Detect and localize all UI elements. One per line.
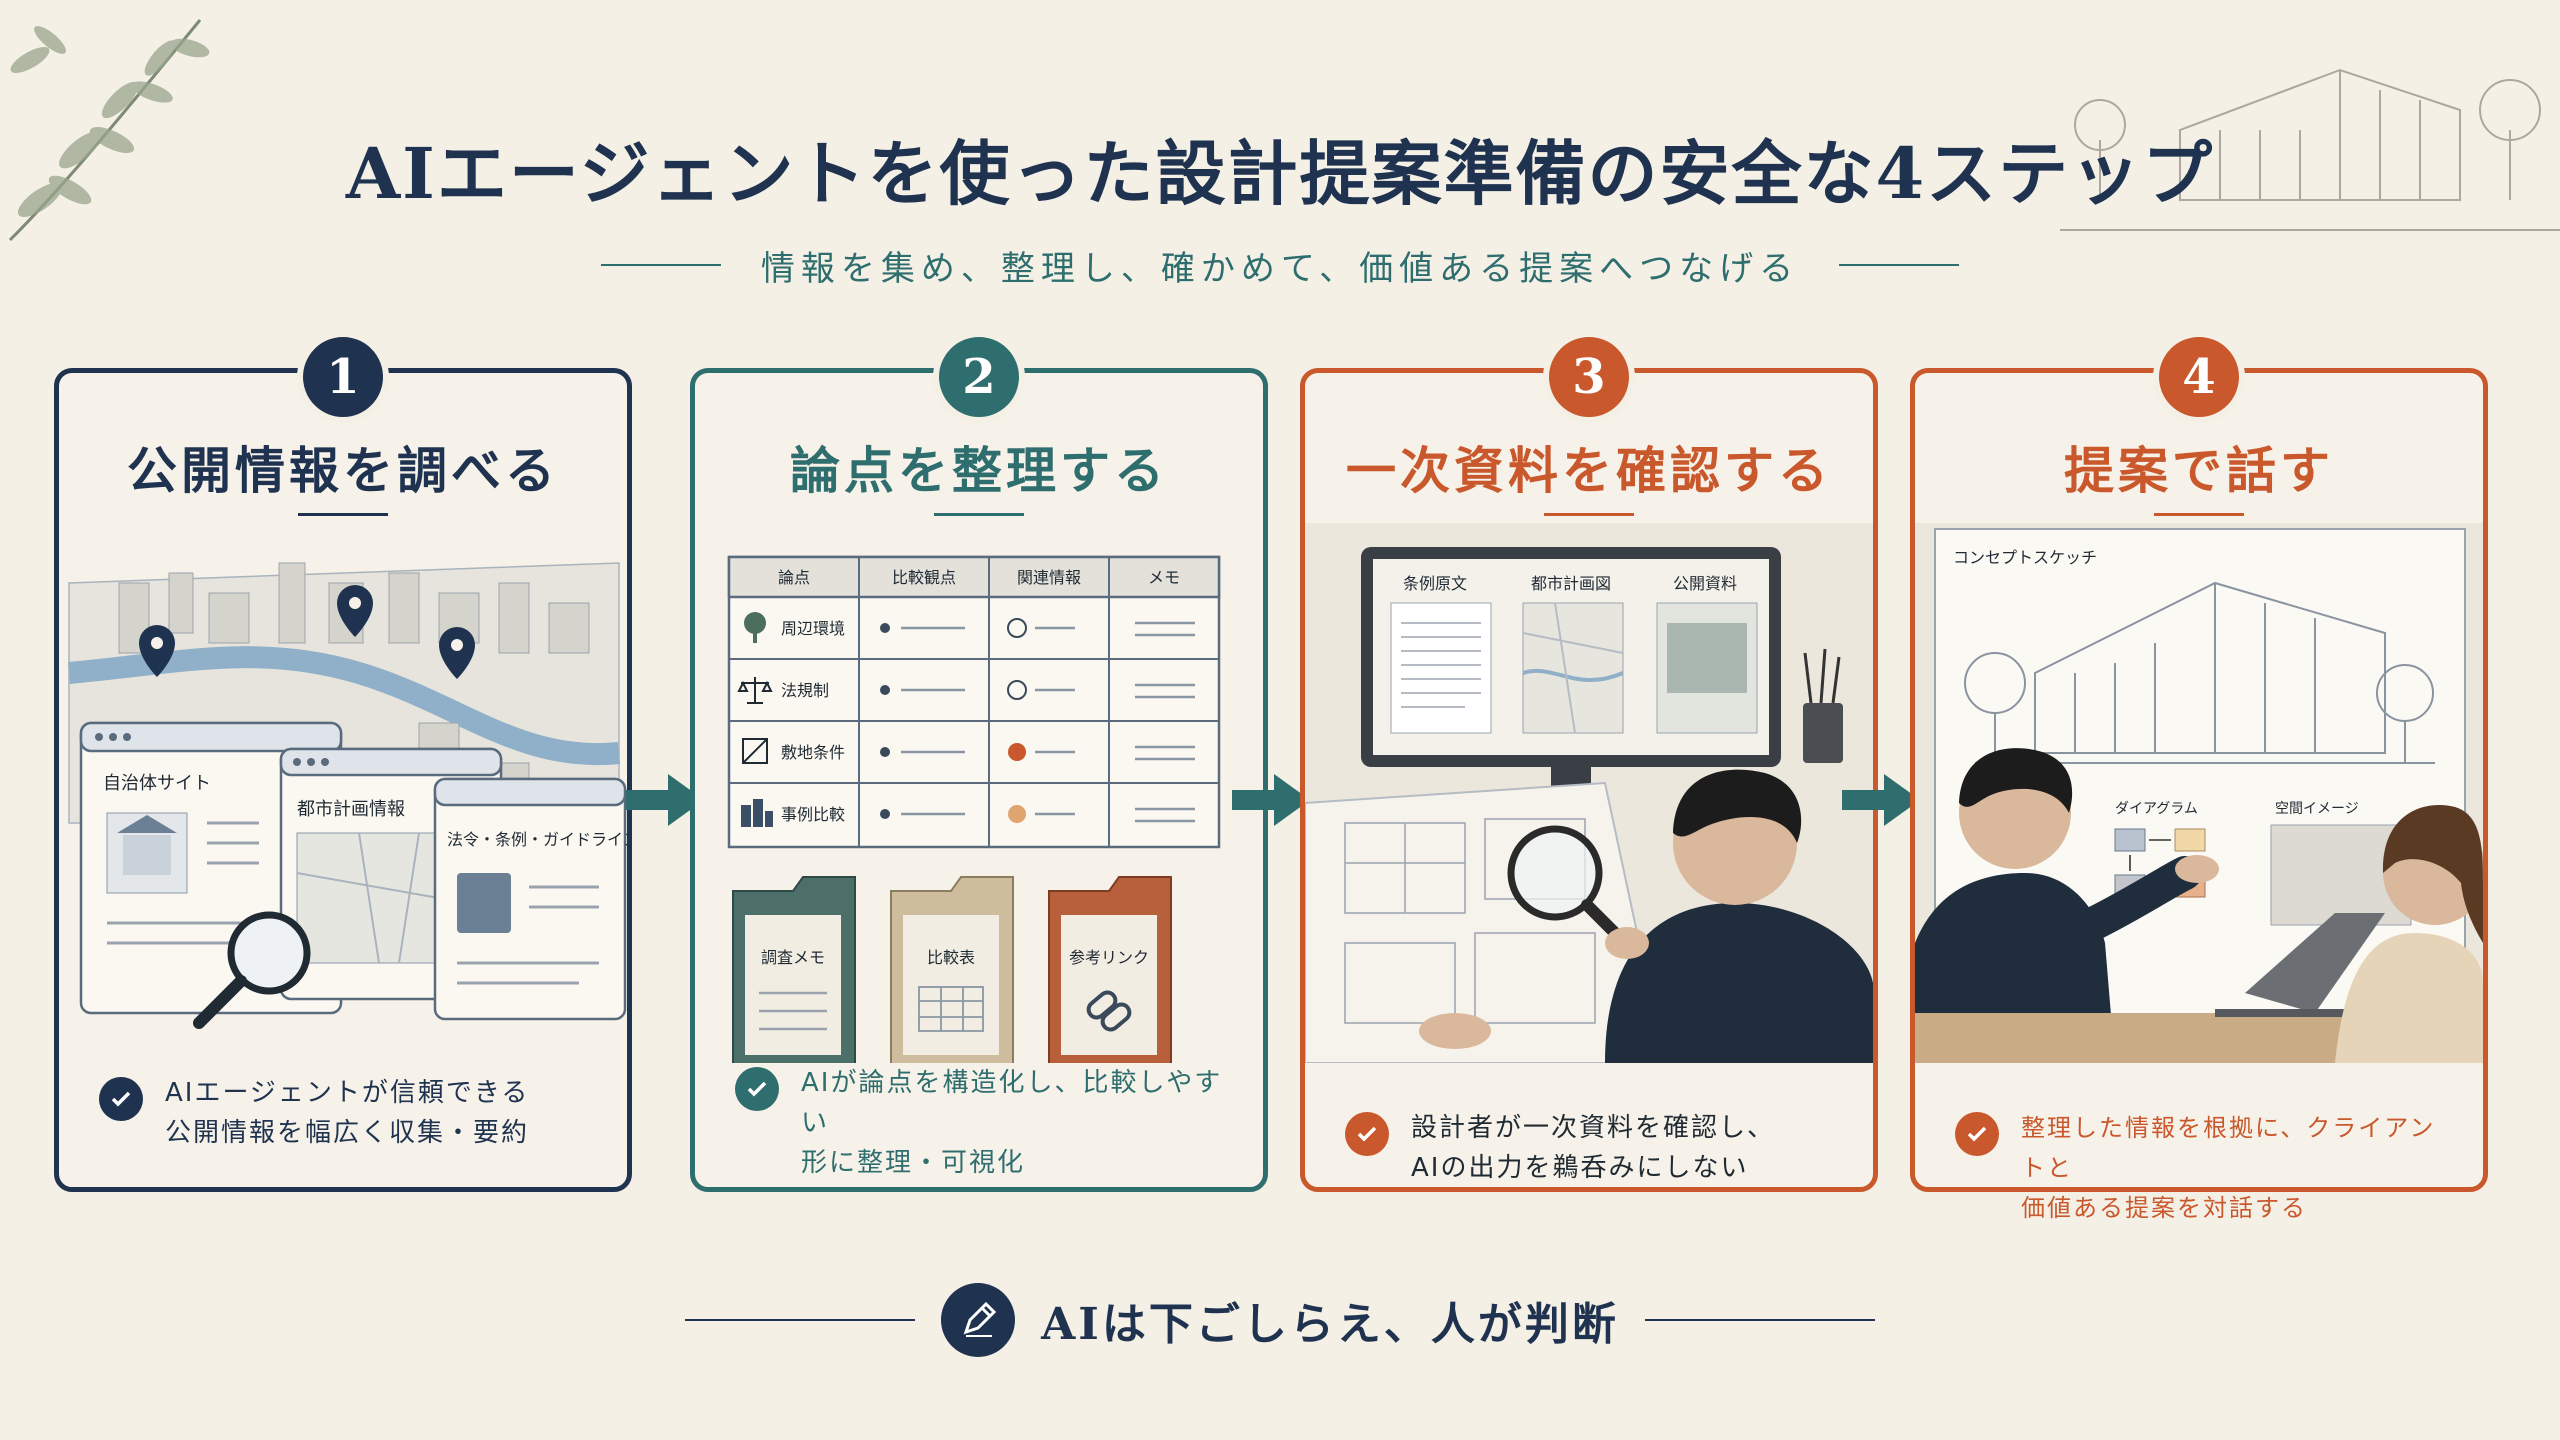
table-header: 論点 [778, 568, 810, 587]
pencil-icon [941, 1283, 1016, 1357]
folder: 調査メモ [732, 876, 856, 1063]
step-card-1: 1 公開情報を調べる [54, 331, 632, 1192]
summary-line: AIが論点を構造化し、比較しやすい [801, 1068, 1223, 1138]
check-icon [735, 1067, 779, 1111]
divider [1839, 264, 1960, 266]
summary-line: 形に整理・可視化 [801, 1148, 1026, 1178]
divider [934, 513, 1024, 516]
step-summary-text: 整理した情報を根拠に、クライアントと 価値ある提案を対話する [2021, 1108, 2453, 1228]
table-row-label: 敷地条件 [781, 743, 845, 762]
step-card-2: 2 論点を整理する 論点 比較観点 関連情報 メモ 周辺環境 法規制 敷地条件 … [690, 331, 1268, 1192]
arrow-right-icon [1842, 774, 1920, 826]
step-card-3: 3 一次資料を確認する 条例原文 都市計画図 公開資料 [1300, 331, 1878, 1192]
issue-table-illustration: 論点 比較観点 関連情報 メモ 周辺環境 法規制 敷地条件 事例比較 [695, 523, 1263, 1063]
building-sketch-icon [2060, 68, 2560, 231]
step-summary-text: AIが論点を構造化し、比較しやすい 形に整理・可視化 [801, 1063, 1233, 1183]
divider [298, 513, 388, 516]
leaf-branch-icon [8, 19, 210, 242]
table-row-label: 事例比較 [781, 805, 845, 824]
city-research-illustration: 自治体サイト 都市計画情報 [59, 523, 627, 1063]
table-row-label: 法規制 [781, 681, 829, 700]
check-icon [99, 1077, 143, 1121]
board-panel-label: 空間イメージ [2275, 801, 2359, 817]
folder-label: 調査メモ [761, 948, 825, 967]
tree-icon [744, 612, 766, 643]
magnifier-icon [193, 911, 311, 1029]
step-title: 一次資料を確認する [1346, 441, 1832, 500]
summary-line: 公開情報を幅広く収集・要約 [165, 1118, 530, 1148]
step-number: 3 [1543, 331, 1635, 423]
map-pin-icon [139, 585, 475, 679]
divider [1644, 1319, 1875, 1321]
folder-label: 比較表 [927, 948, 975, 967]
step-number: 1 [297, 331, 389, 423]
summary-line: 設計者が一次資料を確認し、 [1411, 1113, 1776, 1143]
page-subtitle: 情報を集め、整理し、確かめて、価値ある提案へつなげる [760, 248, 1800, 289]
monitor-panel-label: 条例原文 [1403, 574, 1467, 593]
footer: AIは下ごしらえ、人が判断 [0, 1280, 2560, 1360]
step-title: 提案で話す [2064, 441, 2334, 500]
summary-line: AIエージェントが信頼できる [165, 1078, 530, 1108]
step-summary: 設計者が一次資料を確認し、 AIの出力を鵜呑みにしない [1345, 1108, 1843, 1188]
monitor-panel-label: 公開資料 [1673, 574, 1737, 593]
table-header: メモ [1148, 568, 1180, 587]
link-icon [1086, 990, 1132, 1032]
table-row-label: 周辺環境 [781, 619, 845, 638]
summary-line: 価値ある提案を対話する [2021, 1194, 2307, 1222]
window-label: 自治体サイト [103, 773, 211, 794]
window-label: 都市計画情報 [297, 799, 405, 820]
summary-line: AIの出力を鵜呑みにしない [1411, 1153, 1749, 1183]
folder: 参考リンク [1048, 876, 1172, 1063]
footer-text: AIは下ごしらえ、人が判断 [1041, 1299, 1619, 1350]
step-number: 2 [933, 331, 1025, 423]
table-header: 比較観点 [892, 568, 956, 587]
divider [600, 264, 721, 266]
divider [1544, 513, 1634, 516]
step-number: 4 [2153, 331, 2245, 423]
scale-icon [737, 677, 773, 704]
divider [685, 1319, 916, 1321]
document-review-illustration: 条例原文 都市計画図 公開資料 [1305, 523, 1873, 1063]
arrow-right-icon [1232, 774, 1310, 826]
monitor-panel-label: 都市計画図 [1531, 574, 1611, 593]
check-icon [1955, 1112, 1999, 1156]
arrow-right-icon [626, 774, 704, 826]
plot-icon [742, 738, 768, 764]
buildings-icon [741, 799, 773, 827]
board-panel-label: ダイアグラム [2115, 801, 2198, 817]
table-header: 関連情報 [1017, 568, 1081, 587]
divider [2154, 513, 2244, 516]
step-summary-text: AIエージェントが信頼できる 公開情報を幅広く収集・要約 [165, 1073, 529, 1153]
summary-line: 整理した情報を根拠に、クライアントと [2021, 1114, 2436, 1182]
board-label: コンセプトスケッチ [1953, 548, 2097, 567]
page-title: AIエージェントを使った設計提案準備の安全な4ステップ [345, 132, 2215, 215]
browser-window: 法令・条例・ガイドライン [433, 777, 627, 1021]
magnifier-icon [1507, 825, 1631, 949]
folder-label: 参考リンク [1069, 948, 1149, 967]
step-summary: AIエージェントが信頼できる 公開情報を幅広く収集・要約 [99, 1073, 597, 1153]
subtitle-row: 情報を集め、整理し、確かめて、価値ある提案へつなげる [0, 240, 2560, 290]
step-title: 公開情報を調べる [127, 441, 559, 500]
step-summary: AIが論点を構造化し、比較しやすい 形に整理・可視化 [735, 1063, 1233, 1183]
step-summary: 整理した情報を根拠に、クライアントと 価値ある提案を対話する [1955, 1108, 2453, 1228]
step-summary-text: 設計者が一次資料を確認し、 AIの出力を鵜呑みにしない [1411, 1108, 1775, 1188]
check-icon [1345, 1112, 1389, 1156]
step-title: 論点を整理する [790, 441, 1168, 500]
folder: 比較表 [890, 876, 1014, 1063]
client-dialogue-illustration: コンセプトスケッチ ダイアグラム 空間イメージ [1915, 523, 2483, 1063]
window-label: 法令・条例・ガイドライン [447, 830, 627, 849]
step-card-4: 4 提案で話す コンセプトスケッチ ダイアグラム 空間イメージ [1910, 331, 2488, 1222]
